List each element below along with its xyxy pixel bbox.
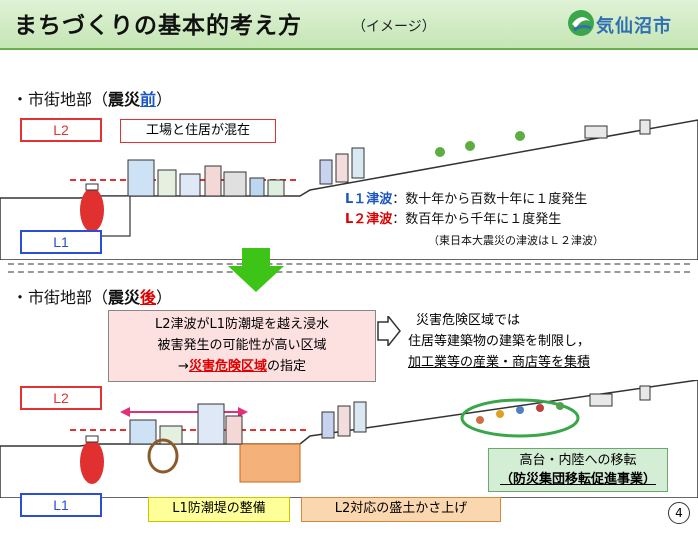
mixed-use-callout: 工場と住居が混在 (120, 119, 276, 143)
page-title: まちづくりの基本的考え方 (14, 13, 302, 39)
tsunami-l2-legend: L２津波：数百年から千年に１度発生 (345, 212, 562, 227)
tsunami-l1-legend: L１津波：数十年から百数十年に１度発生 (345, 192, 588, 207)
down-arrow-icon (228, 248, 284, 292)
section-after-heading: ・市街地部（震災後） (12, 288, 173, 307)
seawall-label: L1防潮堤の整備 (148, 497, 290, 522)
page-number: 4 (668, 502, 690, 524)
city-logo-text: 気仙沼市 (596, 16, 672, 37)
embankment-label: L2対応の盛土かさ上げ (301, 497, 501, 522)
hazard-zone-rules: 災害危険区域では 住居等建築物の建築を制限し， 加工業等の産業・商店等を集積 (408, 313, 591, 370)
page-subtitle: （イメージ） (352, 19, 436, 35)
city-logo-icon (568, 10, 594, 36)
after-l1-label: L1 (20, 493, 102, 517)
before-l2-label: L2 (20, 118, 102, 142)
hazard-zone-box: L2津波がL1防潮堤を越え浸水 被害発生の可能性が高い区域 →災害危険区域の指定 (108, 310, 376, 382)
after-l2-label: L2 (20, 386, 102, 410)
section-divider (8, 263, 690, 273)
section-before-heading: ・市街地部（震災前） (12, 90, 173, 109)
relocation-box: 高台・内陸への移転 （防災集団移転促進事業） (488, 448, 668, 492)
before-l1-label: L1 (20, 230, 102, 254)
right-arrow-icon (377, 316, 401, 346)
tsunami-note: （東日本大震災の津波はＬ２津波） (428, 234, 604, 247)
